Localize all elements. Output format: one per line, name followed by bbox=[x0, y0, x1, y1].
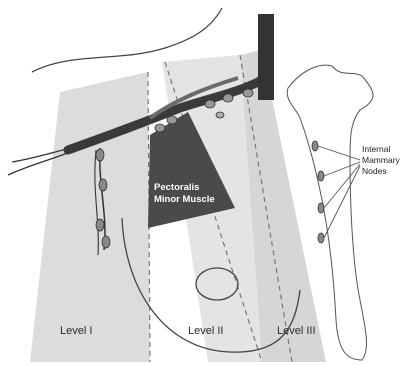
lymph-node bbox=[155, 124, 165, 132]
level-1-band bbox=[30, 72, 150, 362]
lymph-node bbox=[167, 116, 177, 124]
subclavian-vein bbox=[258, 14, 274, 100]
internal-mammary-label-line3: Nodes bbox=[362, 166, 387, 176]
lymph-node bbox=[205, 100, 215, 108]
internal-mammary-label-line2: Mammary bbox=[362, 155, 401, 165]
pectoralis-label-line1: Pectoralis bbox=[154, 182, 199, 193]
internal-mammary-node bbox=[312, 141, 318, 151]
lymph-node bbox=[96, 149, 104, 161]
lymph-node bbox=[216, 112, 224, 118]
level-3-label: Level III bbox=[277, 325, 316, 337]
pectoralis-label-line2: Minor Muscle bbox=[154, 194, 215, 205]
internal-mammary-node bbox=[318, 203, 324, 213]
internal-mammary-label-line1: Internal bbox=[362, 144, 390, 154]
internal-mammary-node bbox=[318, 233, 324, 243]
lymph-node bbox=[223, 94, 233, 102]
level-2-label: Level II bbox=[188, 325, 223, 337]
lymph-node bbox=[99, 179, 107, 191]
internal-mammary-node bbox=[318, 171, 324, 181]
lymph-node bbox=[96, 219, 104, 231]
level-1-label: Level I bbox=[60, 325, 92, 337]
lymph-node bbox=[102, 236, 110, 248]
lymph-node bbox=[243, 89, 253, 97]
